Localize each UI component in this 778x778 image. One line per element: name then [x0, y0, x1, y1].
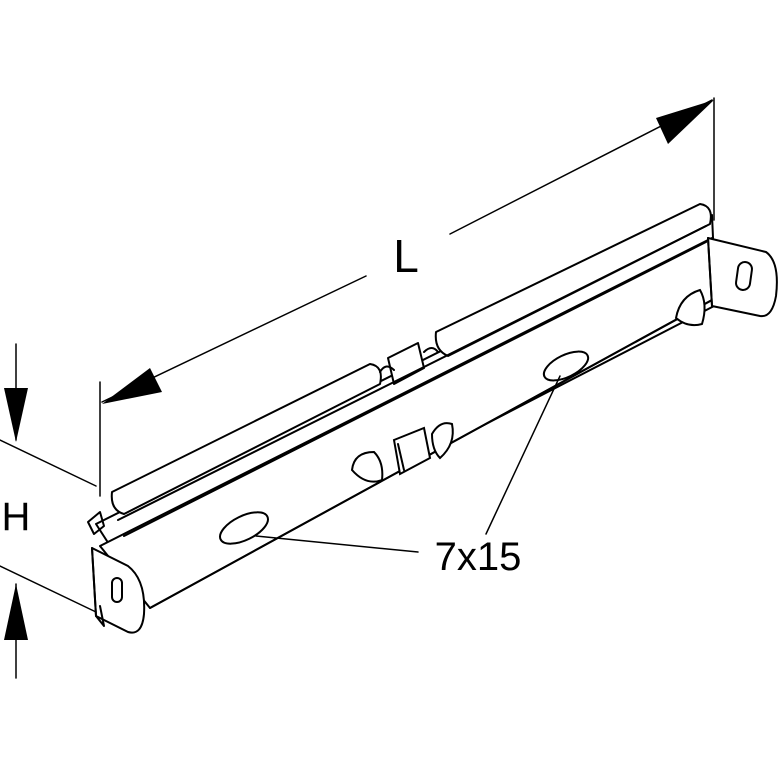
punch-hole-3 [430, 422, 454, 460]
length-arrow-right [656, 100, 714, 144]
slot-left [219, 511, 269, 545]
height-extension-bottom [0, 565, 97, 613]
length-dimension: L [99, 97, 715, 497]
length-arrow-left [102, 368, 162, 404]
face-slots [219, 288, 706, 545]
left-flange-slot [111, 577, 123, 603]
right-end-flange [707, 237, 778, 318]
height-arrow-top [4, 388, 28, 442]
height-arrow-bottom [4, 584, 28, 640]
left-end-flange [87, 511, 146, 634]
height-dimension: H [0, 343, 97, 679]
slot-right [542, 350, 590, 382]
length-label: L [393, 230, 419, 282]
slot-label: 7x15 [435, 535, 522, 579]
height-label: H [2, 495, 31, 539]
slot-leader-left [255, 535, 419, 553]
punch-hole-4 [674, 288, 706, 327]
punch-hole-1 [350, 450, 384, 483]
bracket-body [95, 203, 717, 609]
right-flange-slot [735, 261, 753, 291]
slot-callout: 7x15 [255, 375, 561, 579]
height-extension-top [0, 439, 97, 487]
slot-leader-right [485, 375, 561, 535]
